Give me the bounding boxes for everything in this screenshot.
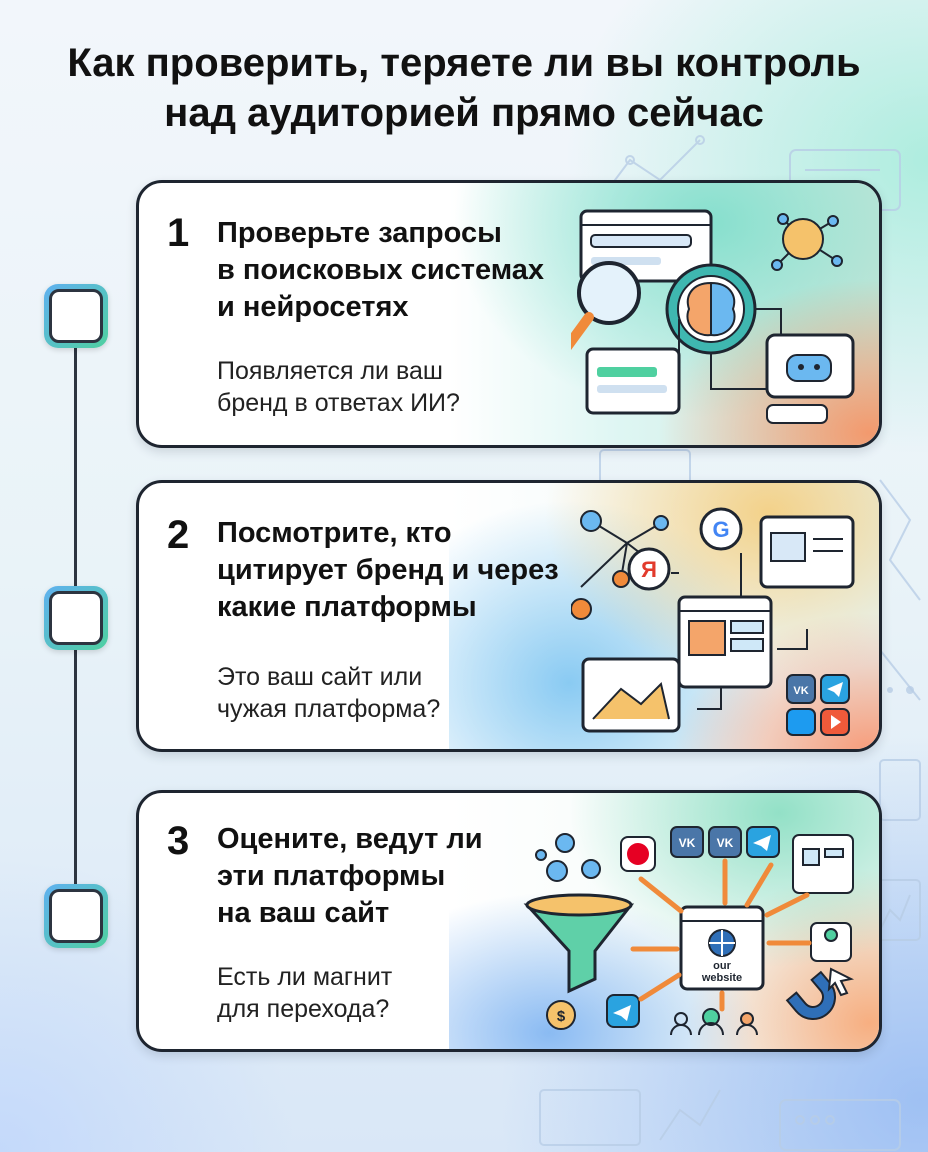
svg-text:$: $ <box>557 1008 566 1025</box>
magnifier-icon <box>571 261 641 350</box>
svg-text:VK: VK <box>793 685 808 697</box>
brain-icon <box>665 263 757 355</box>
globe-icon <box>708 929 736 957</box>
title-line-2: над аудиторией прямо сейчас <box>164 91 764 135</box>
ai-search-illustration <box>571 209 855 424</box>
svg-text:VK: VK <box>717 836 734 850</box>
step-number: 2 <box>167 513 190 557</box>
vk-icon: VK <box>708 826 742 858</box>
telegram-icon <box>746 826 780 858</box>
step-heading: Посмотрите, кто цитирует бренд и через к… <box>217 517 559 623</box>
user-icon <box>810 922 852 962</box>
step-question: Это ваш сайт или чужая платформа? <box>217 663 441 723</box>
pinterest-icon <box>620 836 656 872</box>
landscape-window-icon <box>581 657 681 733</box>
telegram-icon <box>606 994 640 1028</box>
citations-illustration: Я G VK <box>571 507 855 736</box>
step-3-checkbox[interactable] <box>44 884 108 948</box>
svg-text:Я: Я <box>641 557 657 582</box>
step-number: 1 <box>167 211 190 255</box>
step-card-2: 2 Посмотрите, кто цитирует бренд и через… <box>136 480 882 752</box>
step-card-1: 1 Проверьте запросы в поисковых системах… <box>136 180 882 448</box>
step-heading: Оцените, ведут ли эти платформы на ваш с… <box>217 823 483 929</box>
telegram-icon <box>820 674 850 704</box>
svg-text:website: website <box>701 972 742 984</box>
page-title: Как проверить, теряете ли вы контроль на… <box>0 38 928 138</box>
svg-text:G: G <box>712 517 729 542</box>
step-1-checkbox[interactable] <box>44 284 108 348</box>
traffic-funnel-illustration: VK VK our website $ <box>523 826 855 1036</box>
twitter-icon <box>786 708 816 736</box>
svg-text:our: our <box>713 960 731 972</box>
funnel-icon <box>523 893 635 994</box>
step-question: Появляется ли ваш бренд в ответах ИИ? <box>217 357 460 417</box>
image-window-icon <box>759 515 855 589</box>
cursor-icon <box>827 967 855 997</box>
yandex-icon: Я <box>627 547 671 591</box>
vk-icon: VK <box>670 826 704 858</box>
step-question: Есть ли магнит для перехода? <box>217 963 393 1023</box>
step-number: 3 <box>167 819 190 863</box>
network-icon <box>771 213 843 271</box>
step-card-3: 3 Оцените, ведут ли эти платформы на ваш… <box>136 790 882 1052</box>
dollar-icon: $ <box>546 1000 576 1030</box>
layout-window-icon <box>792 834 854 894</box>
vk-icon: VK <box>786 674 816 704</box>
site-window-icon <box>677 595 773 689</box>
step-2-checkbox[interactable] <box>44 586 108 650</box>
robot-icon <box>765 333 855 399</box>
step-heading: Проверьте запросы в поисковых системах и… <box>217 217 545 323</box>
results-window-icon <box>585 347 681 415</box>
website-window-icon: our website <box>679 905 765 991</box>
google-icon: G <box>699 507 743 551</box>
title-line-1: Как проверить, теряете ли вы контроль <box>67 41 861 85</box>
youtube-icon <box>820 708 850 736</box>
svg-text:VK: VK <box>679 836 696 850</box>
